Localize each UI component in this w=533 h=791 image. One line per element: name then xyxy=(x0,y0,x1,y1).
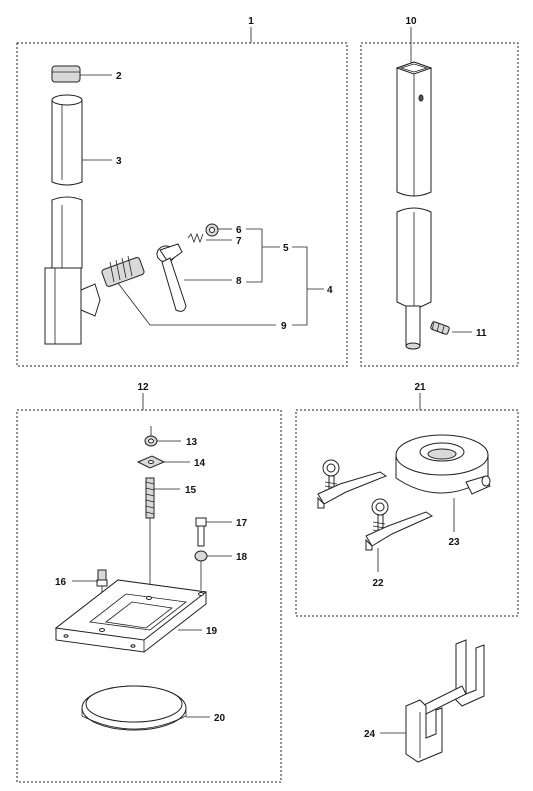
part-20-belt-ring xyxy=(81,685,187,731)
callout-20: 20 xyxy=(214,713,226,724)
callout-11: 11 xyxy=(476,328,487,339)
panel-10-column-extension: 10 11 xyxy=(360,16,519,367)
callout-24: 24 xyxy=(364,729,376,740)
callout-17: 17 xyxy=(236,518,248,529)
part-17-bolt xyxy=(195,517,207,547)
callout-2: 2 xyxy=(116,71,122,82)
callout-23: 23 xyxy=(448,537,460,548)
callout-7: 7 xyxy=(236,236,242,247)
callout-13: 13 xyxy=(186,437,198,448)
part-9-threaded-bolt xyxy=(101,255,145,287)
callout-9: 9 xyxy=(281,321,287,332)
part-18-nut xyxy=(194,550,208,590)
callout-19: 19 xyxy=(206,626,218,637)
part-15-threaded-stud xyxy=(145,477,155,598)
callout-10: 10 xyxy=(405,16,417,27)
callout-14: 14 xyxy=(194,458,206,469)
part-clamp-block xyxy=(44,267,101,345)
part-3-tube xyxy=(51,94,83,269)
panel-1-column-assembly: 1 2 3 xyxy=(16,16,348,367)
callout-12: 12 xyxy=(137,382,149,393)
callout-5: 5 xyxy=(283,243,289,254)
part-8-lever-handle xyxy=(156,243,187,312)
panel-12-base-plate-assembly: 12 13 14 15 xyxy=(16,382,282,783)
callout-3: 3 xyxy=(116,156,122,167)
callout-15: 15 xyxy=(185,485,197,496)
part-23-round-cover xyxy=(395,434,491,495)
part-22-eye-bolt-clamp xyxy=(365,498,434,551)
callout-4: 4 xyxy=(327,285,333,296)
part-13-nut xyxy=(144,426,158,447)
part-2-end-cap xyxy=(51,65,81,83)
part-11-set-screw xyxy=(430,321,450,335)
part-eye-bolt-clamp-upper xyxy=(317,459,388,509)
callout-8: 8 xyxy=(236,276,242,287)
part-7-spring xyxy=(187,232,204,244)
part-10-extension-tube xyxy=(395,61,433,350)
callout-22: 22 xyxy=(372,578,384,589)
callout-18: 18 xyxy=(236,552,248,563)
part-14-washer-plate xyxy=(136,455,166,469)
part-6-nut xyxy=(205,223,219,237)
callout-1: 1 xyxy=(248,16,254,27)
callout-21: 21 xyxy=(414,382,426,393)
part-19-base-plate xyxy=(54,579,208,653)
part-24-wrench-tool xyxy=(405,639,485,763)
callout-16: 16 xyxy=(55,577,67,588)
callout-6: 6 xyxy=(236,225,242,236)
panel-21-clamp-cover-assembly: 21 23 22 xyxy=(295,382,519,617)
